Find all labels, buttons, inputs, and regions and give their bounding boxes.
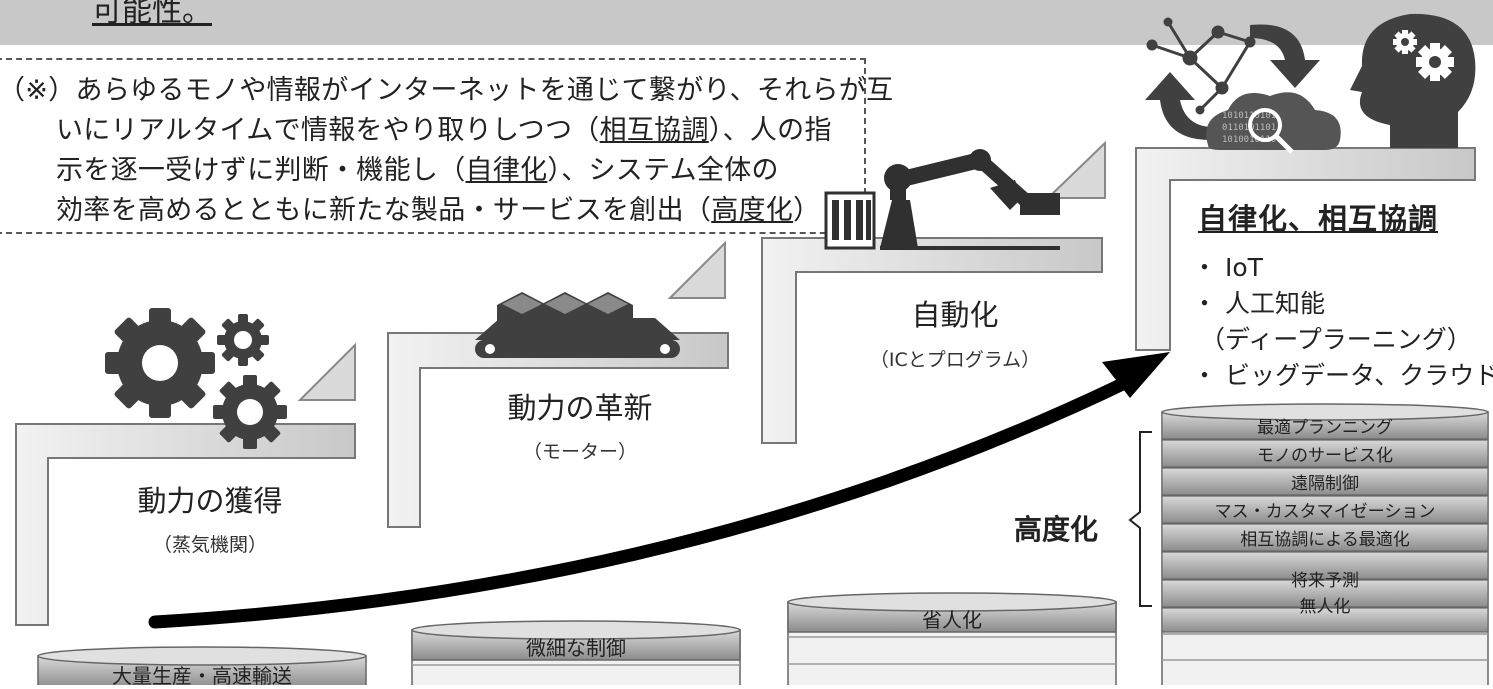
disk-3-label: 省人化 <box>922 608 982 632</box>
bullet-iot: ・ IoT <box>1192 253 1263 282</box>
advancement-bracket <box>1128 431 1152 607</box>
adv-item-coordination-optimization: 相互協調による最適化 <box>1240 530 1410 550</box>
disk-stack-3 <box>787 592 1117 685</box>
bullet-ai: ・ 人工知能 <box>1192 289 1325 318</box>
disk-stack-2 <box>411 620 741 685</box>
svg-text:1010010110: 1010010110 <box>1222 135 1276 145</box>
adv-item-mass-customization: マス・カスタマイゼーション <box>1214 502 1436 522</box>
robot-arm-icon <box>824 149 1060 250</box>
stage-1-step <box>15 342 356 626</box>
bullet-deep-learning: （ディープラーニング） <box>1200 325 1472 354</box>
growth-arrow-icon <box>148 352 1170 629</box>
bullet-big-data: ・ ビッグデータ、クラウド <box>1192 361 1493 390</box>
mutual-coordination-term: 相互協調 <box>599 115 709 146</box>
ai-head-icon <box>1350 13 1476 149</box>
final-stage-title: 自律化、相互協調 <box>1198 202 1439 236</box>
note-line-3: 示を逐一受けずに判断・機能し（自律化）、システム全体の <box>56 155 779 186</box>
disk-2-label: 微細な制御 <box>526 636 626 660</box>
advancement-disk-stack <box>1161 403 1489 685</box>
adv-item-remote-control: 遠隔制御 <box>1291 474 1359 494</box>
header-text: 可能性。 <box>92 0 212 29</box>
adv-item-optimal-planning: 最適プランニング <box>1257 418 1393 438</box>
final-stage-step <box>1135 147 1476 351</box>
gears-icon <box>105 308 287 449</box>
cycle-arrows-icon <box>1145 24 1320 140</box>
adv-item-servitization: モノのサービス化 <box>1257 446 1393 466</box>
advancement-term: 高度化 <box>711 195 794 226</box>
stage-2-title: 動力の革新 <box>507 391 653 425</box>
adv-item-forecasting: 将来予測 <box>1291 571 1359 591</box>
autonomy-term: 自律化 <box>465 155 548 186</box>
note-line-4: 効率を高めるとともに新たな製品・サービスを創出（高度化） <box>56 195 821 226</box>
stage-1-title: 動力の獲得 <box>137 484 283 518</box>
stage-3-title: 自動化 <box>911 298 999 332</box>
disk-stack-1 <box>37 646 367 685</box>
adv-item-unmanned: 無人化 <box>1299 597 1351 617</box>
stage-2-step <box>387 240 729 528</box>
svg-text:1010110101: 1010110101 <box>1222 111 1276 121</box>
advancement-label: 高度化 <box>1014 513 1099 546</box>
definition-note-box: （※）あらゆるモノや情報がインターネットを通じて繋がり、それらが互 いにリアルタ… <box>0 58 893 234</box>
header-bar <box>0 0 1493 45</box>
stage-2-subtitle: （モーター） <box>522 441 637 463</box>
note-line-2: いにリアルタイムで情報をやり取りしつつ（相互協調）、人の指 <box>56 115 832 146</box>
cloud-data-icon: 1010110101 0110101101 1010010110 <box>1206 92 1341 154</box>
stage-1-subtitle: （蒸気機関） <box>152 534 267 556</box>
stage-3-step <box>761 140 1106 444</box>
disk-1-label: 大量生産・高速輸送 <box>112 664 292 688</box>
conveyor-icon <box>475 292 680 358</box>
note-line-1: （※）あらゆるモノや情報がインターネットを通じて繋がり、それらが互 <box>0 75 894 106</box>
network-icon <box>1146 17 1256 115</box>
stage-3-subtitle: （ICとプログラム） <box>869 349 1041 371</box>
